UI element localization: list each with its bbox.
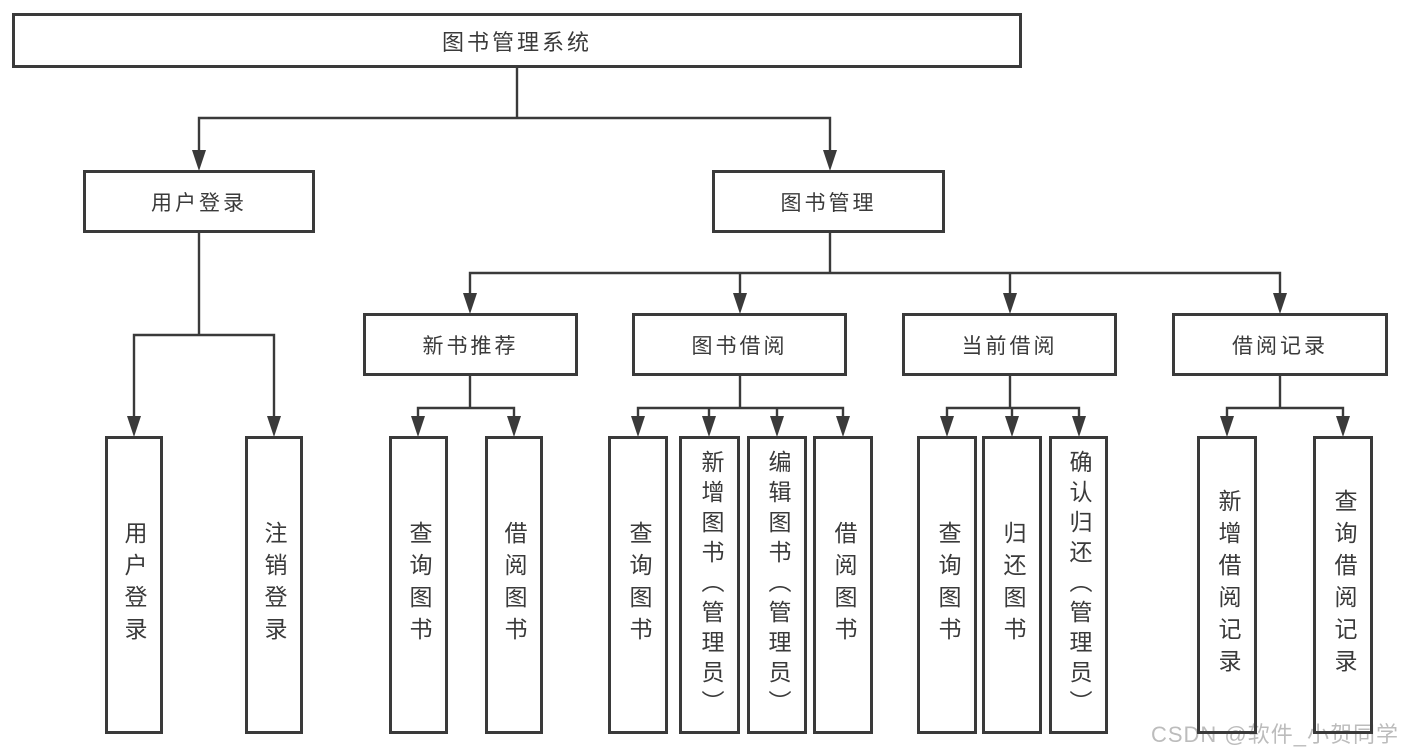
leaf-borrow-query-books: 查询图书 xyxy=(608,436,668,734)
node-current-borrow: 当前借阅 xyxy=(902,313,1117,376)
node-book-management: 图书管理 xyxy=(712,170,945,233)
arrowhead xyxy=(1336,416,1350,437)
leaf-user-login: 用户登录 xyxy=(105,436,163,734)
arrowhead xyxy=(507,416,521,437)
connector-record-group xyxy=(1220,376,1350,437)
arrowhead xyxy=(940,416,954,437)
arrowhead xyxy=(267,416,281,437)
arrowhead xyxy=(1003,293,1017,314)
connector-root-to-level2 xyxy=(192,68,837,171)
leaf-logout: 注销登录 xyxy=(245,436,303,734)
leaf-confirm-return-admin: 确认归还（管理员） xyxy=(1049,436,1108,734)
arrowhead xyxy=(836,416,850,437)
arrowhead xyxy=(823,150,837,171)
arrowhead xyxy=(1220,416,1234,437)
leaf-query-borrow-record: 查询借阅记录 xyxy=(1313,436,1373,734)
connector-new-rec-group xyxy=(411,376,521,437)
node-root-library-system: 图书管理系统 xyxy=(12,13,1022,68)
node-book-borrow: 图书借阅 xyxy=(632,313,847,376)
connector-user-login-group xyxy=(127,233,281,437)
arrowhead xyxy=(1005,416,1019,437)
arrowhead xyxy=(127,416,141,437)
arrowhead xyxy=(770,416,784,437)
arrowhead xyxy=(702,416,716,437)
leaf-add-borrow-record: 新增借阅记录 xyxy=(1197,436,1257,734)
arrowhead xyxy=(1273,293,1287,314)
leaf-edit-books-admin: 编辑图书（管理员） xyxy=(747,436,807,734)
arrowhead xyxy=(463,293,477,314)
arrowhead xyxy=(733,293,747,314)
leaf-borrow-books: 借阅图书 xyxy=(813,436,873,734)
leaf-current-query-books: 查询图书 xyxy=(917,436,977,734)
csdn-watermark: CSDN @软件_小贺同学 xyxy=(1150,722,1399,747)
node-new-book-recommend: 新书推荐 xyxy=(363,313,578,376)
leaf-recommend-query-books: 查询图书 xyxy=(389,436,448,734)
connector-borrow-group xyxy=(631,376,850,437)
arrowhead xyxy=(1072,416,1086,437)
arrowhead xyxy=(192,150,206,171)
leaf-return-books: 归还图书 xyxy=(982,436,1042,734)
connector-current-group xyxy=(940,376,1086,437)
leaf-recommend-borrow-books: 借阅图书 xyxy=(485,436,543,734)
node-borrow-record: 借阅记录 xyxy=(1172,313,1388,376)
node-user-login: 用户登录 xyxy=(83,170,315,233)
arrowhead xyxy=(631,416,645,437)
connector-book-mgmt-group xyxy=(463,233,1287,314)
leaf-add-books-admin: 新增图书（管理员） xyxy=(679,436,740,734)
arrowhead xyxy=(411,416,425,437)
